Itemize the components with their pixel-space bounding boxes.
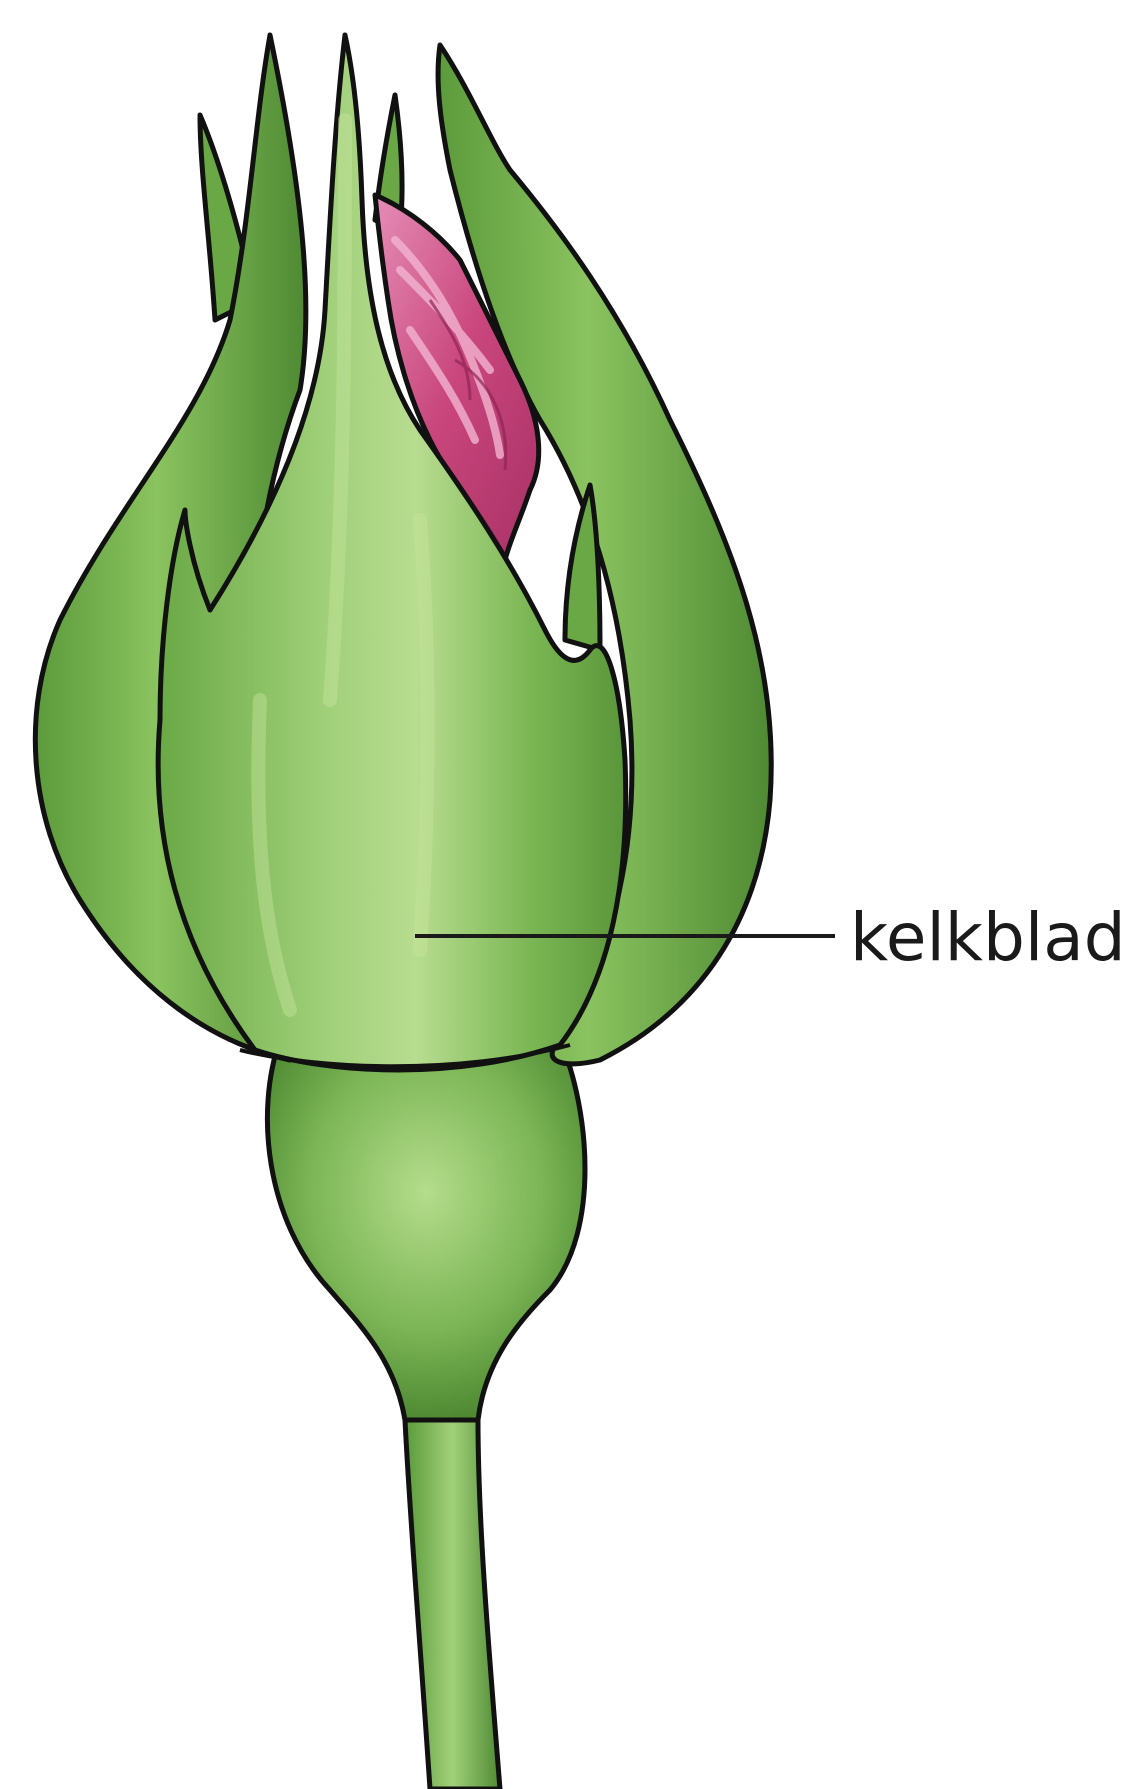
stem — [405, 1420, 500, 1789]
sepal-tip-right-inner — [565, 485, 600, 650]
rose-hip — [267, 1040, 585, 1420]
label-kelkblad: kelkblad — [850, 899, 1126, 976]
